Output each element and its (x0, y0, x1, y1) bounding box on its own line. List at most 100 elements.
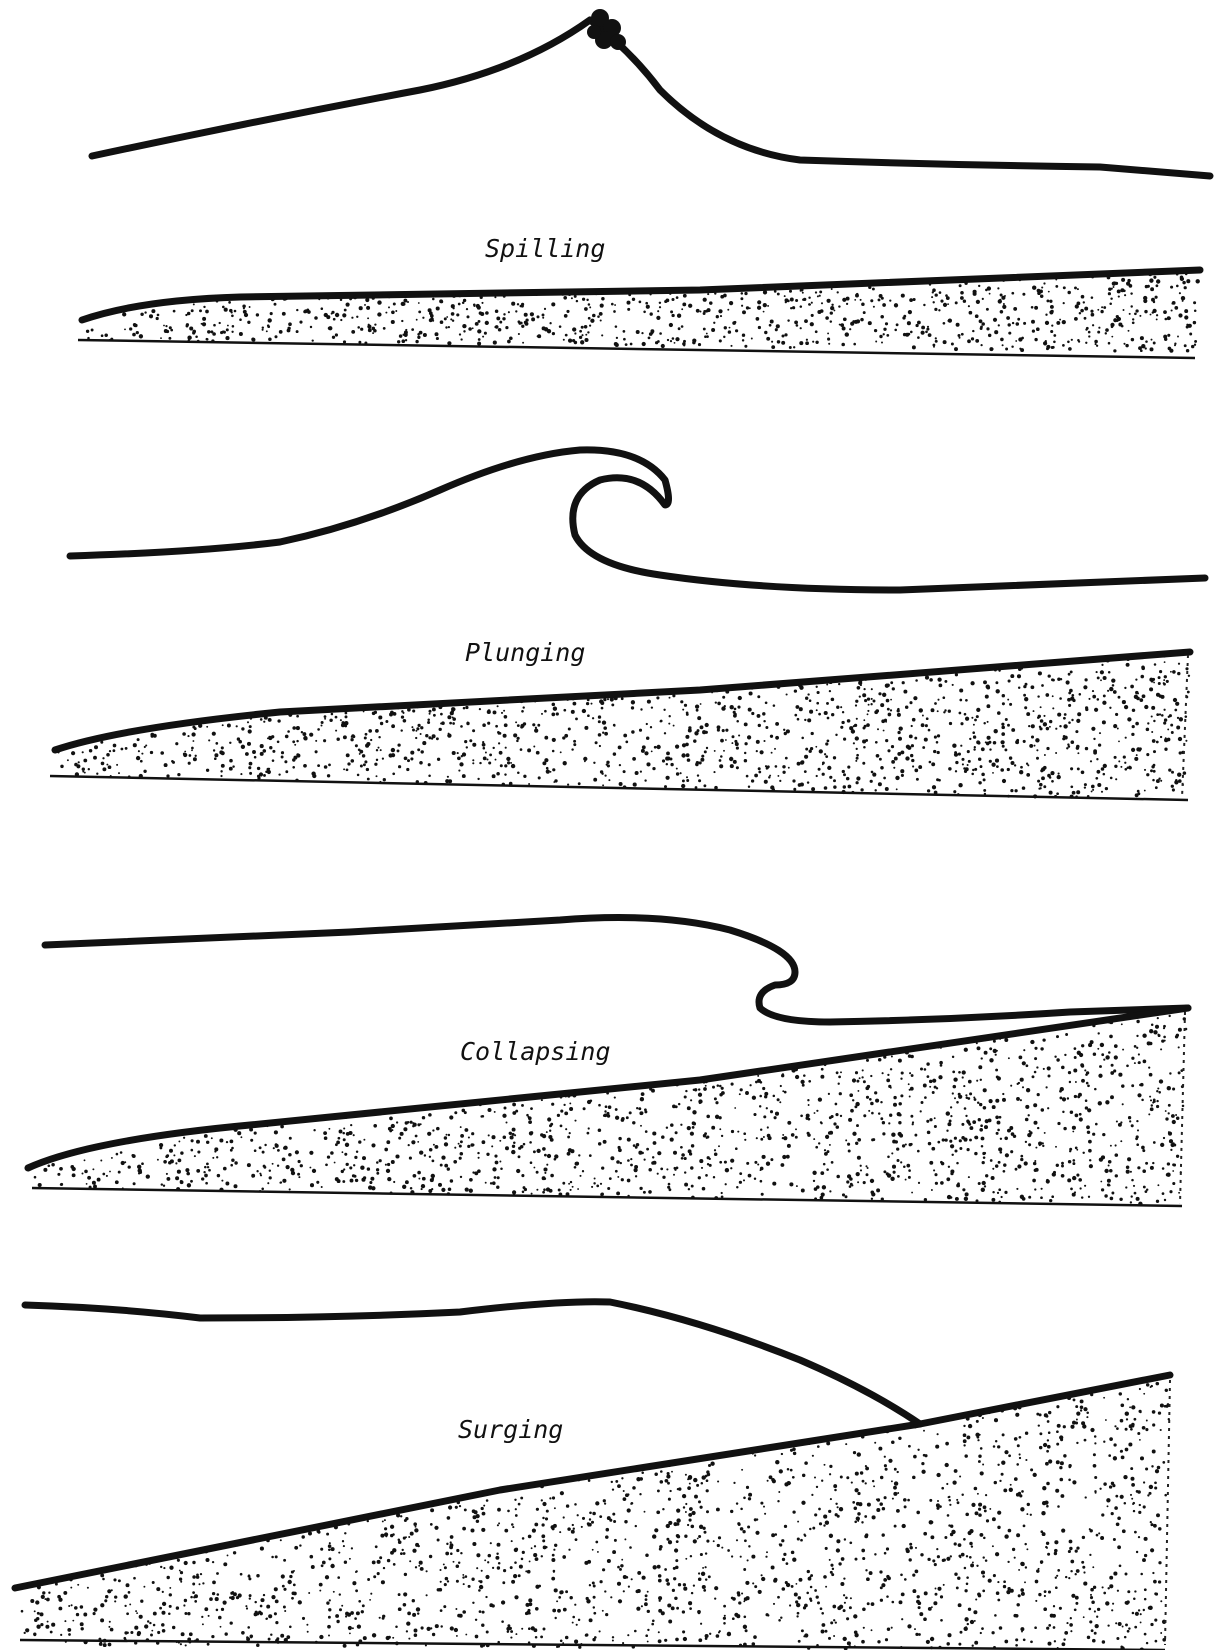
sand-dot (617, 1582, 621, 1586)
sand-dot (1127, 1157, 1131, 1161)
sand-dot (1030, 1640, 1033, 1643)
sand-dot (749, 691, 753, 695)
sand-dot (1057, 1122, 1060, 1125)
sand-dot (1008, 1529, 1012, 1533)
sand-dot (1038, 1424, 1040, 1426)
sand-dot (980, 327, 983, 330)
collapsing-beach-slope (28, 1008, 1188, 1168)
sand-dot (182, 732, 186, 736)
sand-dot (1136, 1020, 1139, 1023)
sand-dot (573, 1528, 575, 1530)
sand-dot (757, 1075, 759, 1077)
sand-dot (584, 325, 588, 329)
sand-dot (882, 1132, 885, 1135)
sand-dot (542, 1147, 546, 1151)
sand-dot (929, 678, 933, 682)
sand-dot (910, 754, 913, 757)
sand-dot (366, 742, 370, 746)
sand-dot (68, 1605, 70, 1607)
sand-dot (647, 1591, 649, 1593)
sand-dot (908, 1083, 910, 1085)
sand-dot (768, 683, 772, 687)
sand-dot (177, 773, 180, 776)
sand-dot (714, 1153, 718, 1157)
sand-dot (719, 339, 722, 342)
sand-dot (1155, 1025, 1159, 1029)
sand-dot (1090, 1588, 1094, 1592)
sand-dot (124, 1594, 128, 1598)
sand-dot (1064, 713, 1067, 716)
sand-dot (536, 1508, 539, 1511)
sand-dot (221, 751, 225, 755)
sand-dot (1024, 706, 1027, 709)
sand-dot (674, 1548, 678, 1552)
sand-dot (544, 710, 547, 713)
sand-dot (1094, 1442, 1096, 1444)
sand-dot (378, 747, 380, 749)
sand-dot (589, 1511, 592, 1514)
sand-dot (691, 1525, 695, 1529)
sand-dot (1088, 1196, 1090, 1198)
sand-dot (878, 692, 881, 695)
sand-dot (765, 765, 767, 767)
sand-dot (286, 1635, 290, 1639)
sand-dot (665, 776, 669, 780)
sand-dot (487, 759, 489, 761)
sand-dot (500, 764, 503, 767)
sand-dot (581, 326, 584, 329)
sand-dot (513, 733, 517, 737)
sand-dot (717, 725, 721, 729)
sand-dot (572, 327, 576, 331)
sand-dot (854, 1507, 858, 1511)
sand-dot (706, 1136, 709, 1139)
sand-dot (1164, 1199, 1166, 1201)
sand-dot (564, 314, 568, 318)
sand-dot (420, 1123, 422, 1125)
sand-dot (1068, 1577, 1070, 1579)
sand-dot (1035, 738, 1039, 742)
sand-dot (543, 1188, 546, 1191)
sand-dot (175, 742, 178, 745)
sand-dot (562, 1555, 566, 1559)
sand-dot (650, 312, 653, 315)
sand-dot (669, 1084, 671, 1086)
sand-dot (742, 334, 745, 337)
sand-dot (854, 724, 857, 727)
sand-dot (506, 757, 510, 761)
sand-dot (677, 314, 681, 318)
sand-dot (433, 1144, 435, 1146)
sand-dot (866, 723, 870, 727)
sand-dot (1109, 303, 1112, 306)
sand-dot (166, 1177, 170, 1181)
sand-dot (456, 1580, 459, 1583)
sand-dot (511, 1150, 515, 1154)
sand-dot (1170, 286, 1173, 289)
sand-dot (493, 710, 497, 714)
sand-dot (458, 303, 461, 306)
sand-dot (226, 1141, 228, 1143)
sand-dot (738, 696, 742, 700)
sand-dot (1131, 1477, 1135, 1481)
sand-dot (816, 775, 818, 777)
sand-dot (1172, 1170, 1174, 1172)
sand-dot (997, 1192, 999, 1194)
sand-dot (727, 309, 729, 311)
sand-dot (1105, 1100, 1109, 1104)
sand-dot (719, 759, 722, 762)
sand-dot (883, 1170, 886, 1173)
sand-dot (1145, 1190, 1148, 1193)
sand-dot (689, 1507, 693, 1511)
sand-dot (1115, 1174, 1118, 1177)
sand-dot (1096, 1534, 1099, 1537)
sand-dot (805, 697, 808, 700)
sand-dot (122, 1565, 126, 1569)
sand-dot (527, 1609, 530, 1612)
sand-dot (541, 1555, 543, 1557)
sand-dot (1010, 674, 1014, 678)
sand-dot (1185, 715, 1188, 718)
sand-dot (866, 1577, 870, 1581)
sand-dot (501, 1620, 504, 1623)
sand-dot (1017, 674, 1021, 678)
sand-dot (732, 735, 735, 738)
sand-dot (1023, 1049, 1025, 1051)
